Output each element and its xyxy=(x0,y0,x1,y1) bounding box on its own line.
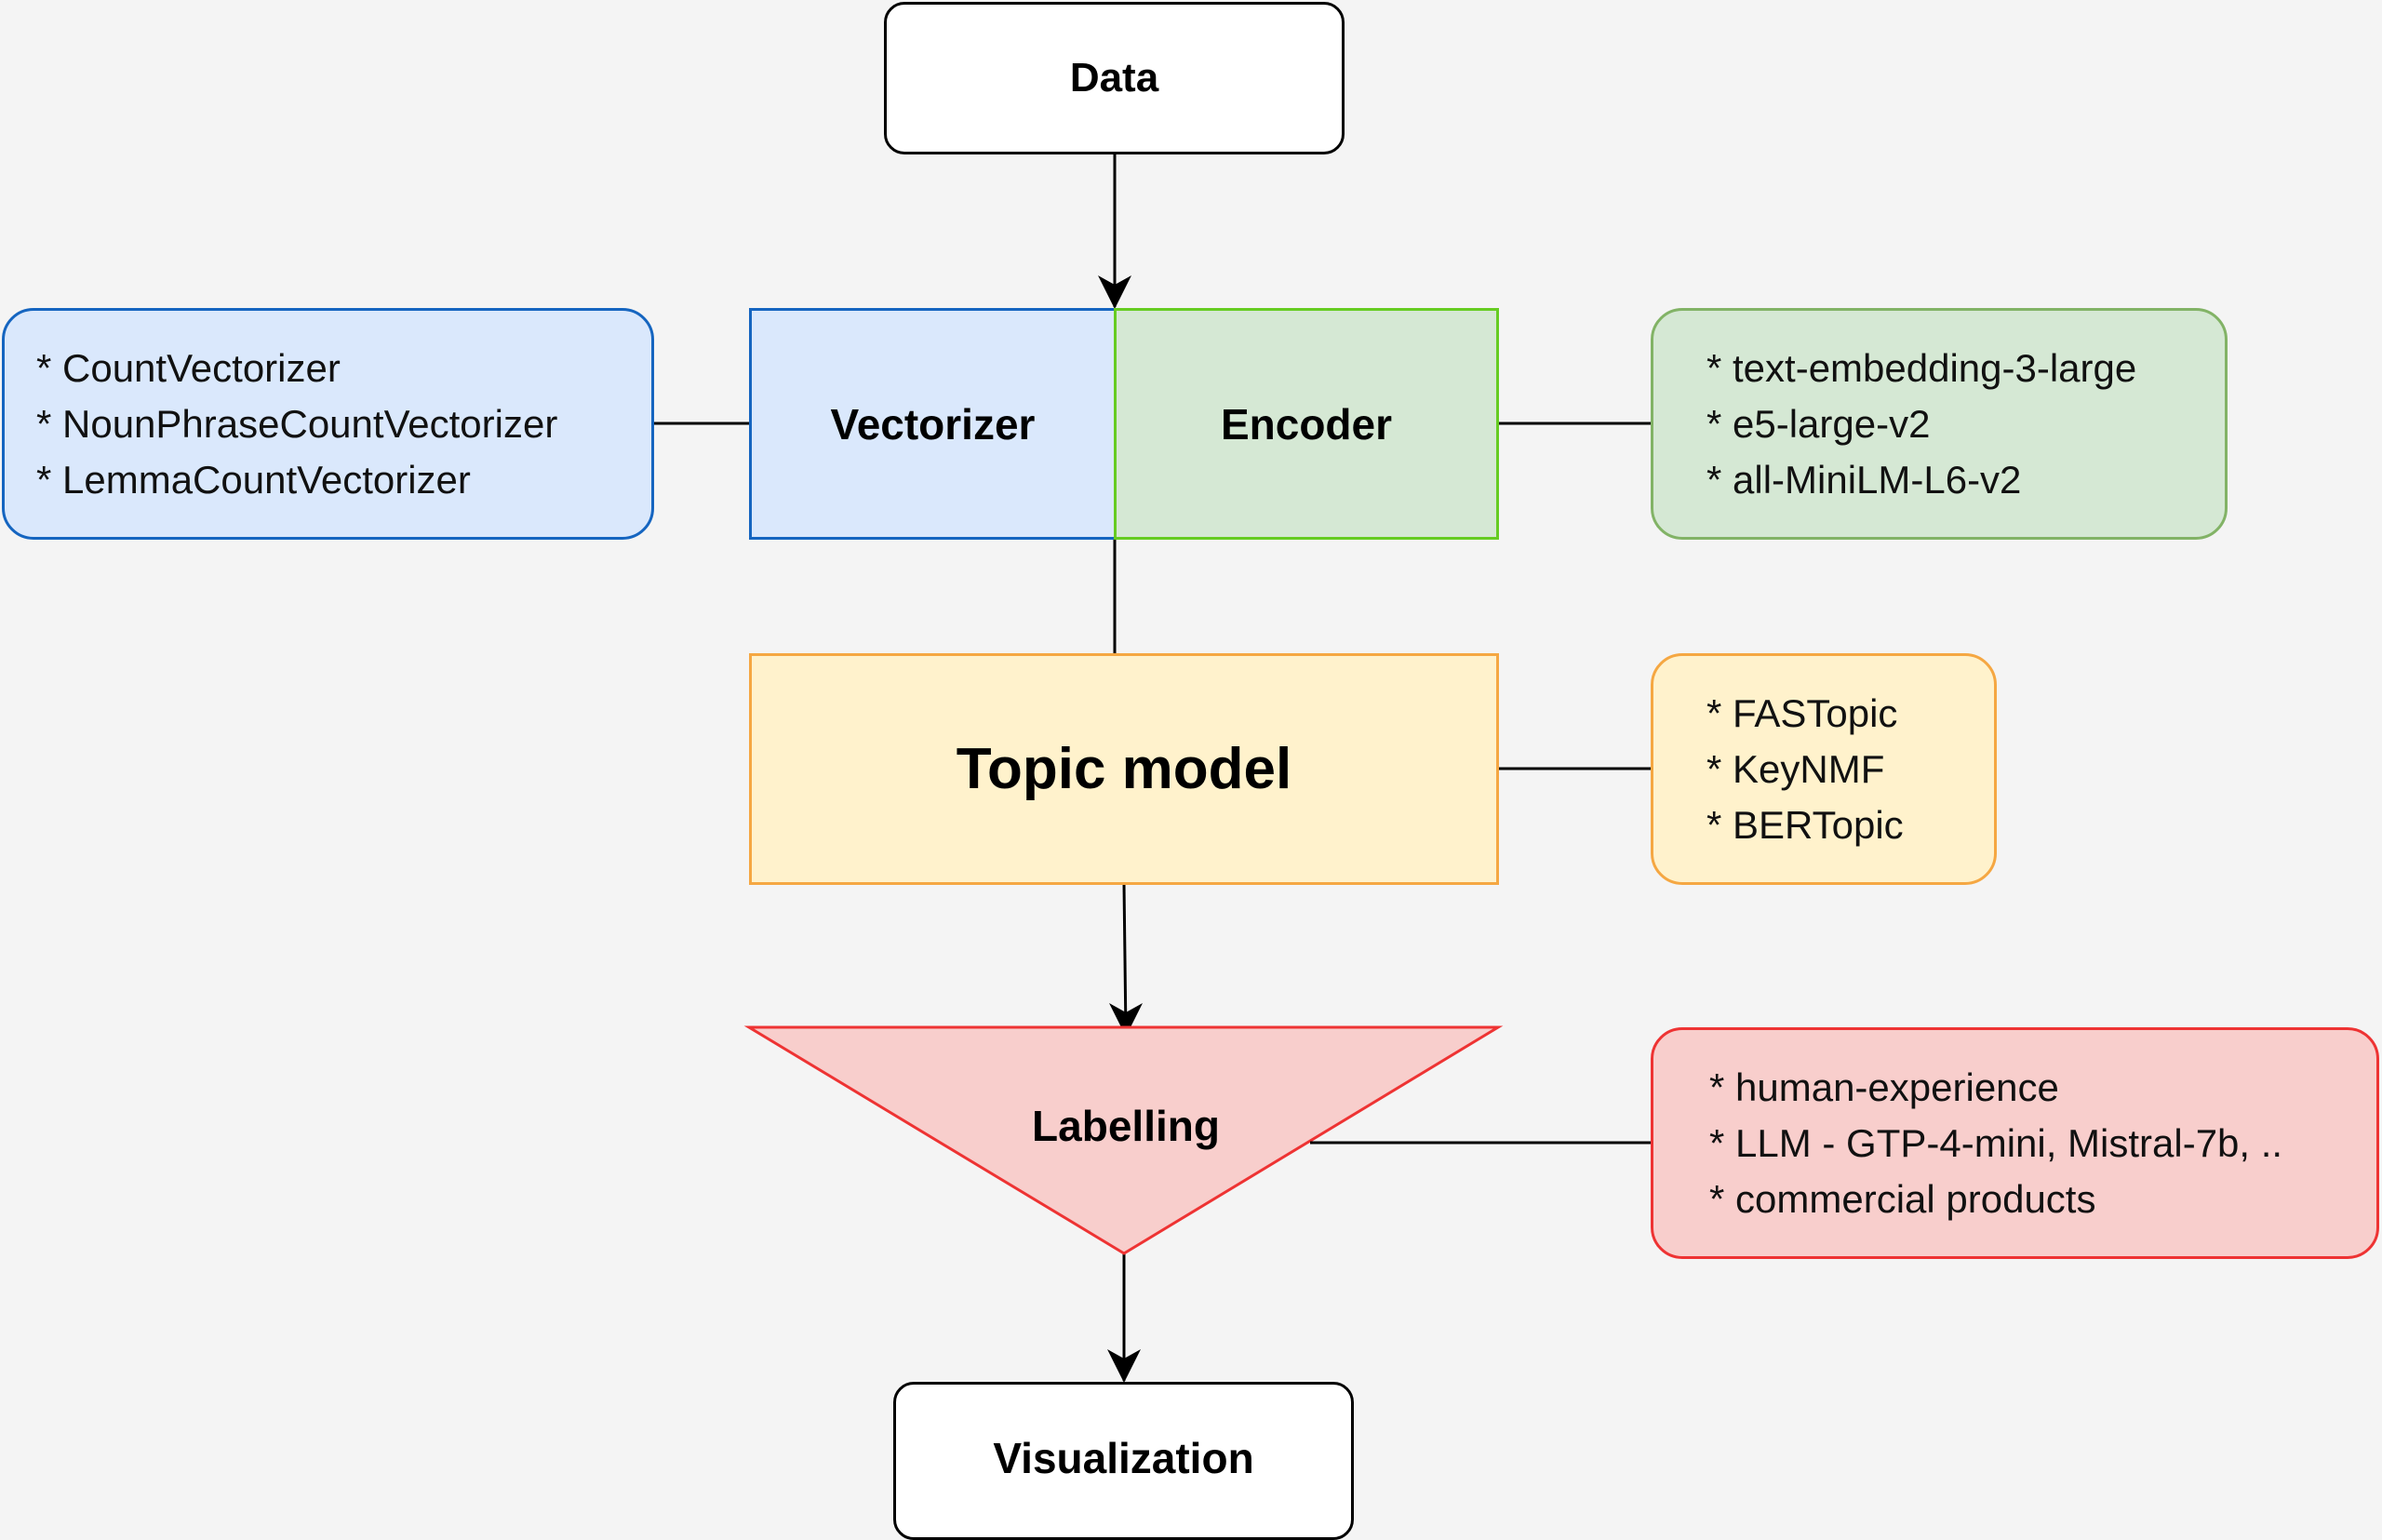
labelling-options: * human-experience * LLM - GTP-4-mini, M… xyxy=(1651,1027,2379,1259)
topic-model-option: * KeyNMF xyxy=(1706,746,1885,791)
encoder-option: * e5-large-v2 xyxy=(1706,401,1931,446)
vectorizer-option: * LemmaCountVectorizer xyxy=(36,457,471,502)
labelling-option: * human-experience xyxy=(1709,1065,2059,1109)
vectorizer-options: * CountVectorizer * NounPhraseCountVecto… xyxy=(2,308,654,540)
labelling-shape xyxy=(743,1025,1504,1255)
arrowhead-labelling xyxy=(1109,1003,1143,1037)
vectorizer-option: * NounPhraseCountVectorizer xyxy=(36,401,558,446)
visualization-node-label: Visualization xyxy=(993,1434,1254,1482)
vectorizer-option: * CountVectorizer xyxy=(36,345,341,390)
topic-model-options: * FASTopic * KeyNMF * BERTopic xyxy=(1651,653,1997,885)
vectorizer-node-label: Vectorizer xyxy=(830,399,1036,449)
labelling-node-label: Labelling xyxy=(1032,1102,1220,1150)
encoder-options: * text-embedding-3-large * e5-large-v2 *… xyxy=(1651,308,2228,540)
data-node-label: Data xyxy=(1069,55,1159,100)
topic-model-option: * FASTopic xyxy=(1706,690,1898,735)
edge-topic-to-labelling xyxy=(1122,883,1128,1036)
topic-model-node-label: Topic model xyxy=(956,737,1292,801)
encoder-node[interactable]: Encoder xyxy=(1114,308,1499,540)
labelling-option: * commercial products xyxy=(1709,1176,2096,1221)
vectorizer-node[interactable]: Vectorizer xyxy=(749,308,1117,540)
labelling-node[interactable]: Labelling xyxy=(940,1089,1312,1163)
data-node[interactable]: Data xyxy=(884,2,1345,154)
encoder-node-label: Encoder xyxy=(1220,399,1393,449)
visualization-node[interactable]: Visualization xyxy=(893,1382,1354,1540)
arrowhead-visualization xyxy=(1107,1349,1141,1383)
topic-model-option: * BERTopic xyxy=(1706,802,1904,847)
arrowhead-data xyxy=(1098,275,1131,309)
topic-model-node[interactable]: Topic model xyxy=(749,653,1499,885)
encoder-option: * text-embedding-3-large xyxy=(1706,345,2137,390)
labelling-option: * LLM - GTP-4-mini, Mistral-7b, .. xyxy=(1709,1120,2283,1165)
encoder-option: * all-MiniLM-L6-v2 xyxy=(1706,457,2022,502)
